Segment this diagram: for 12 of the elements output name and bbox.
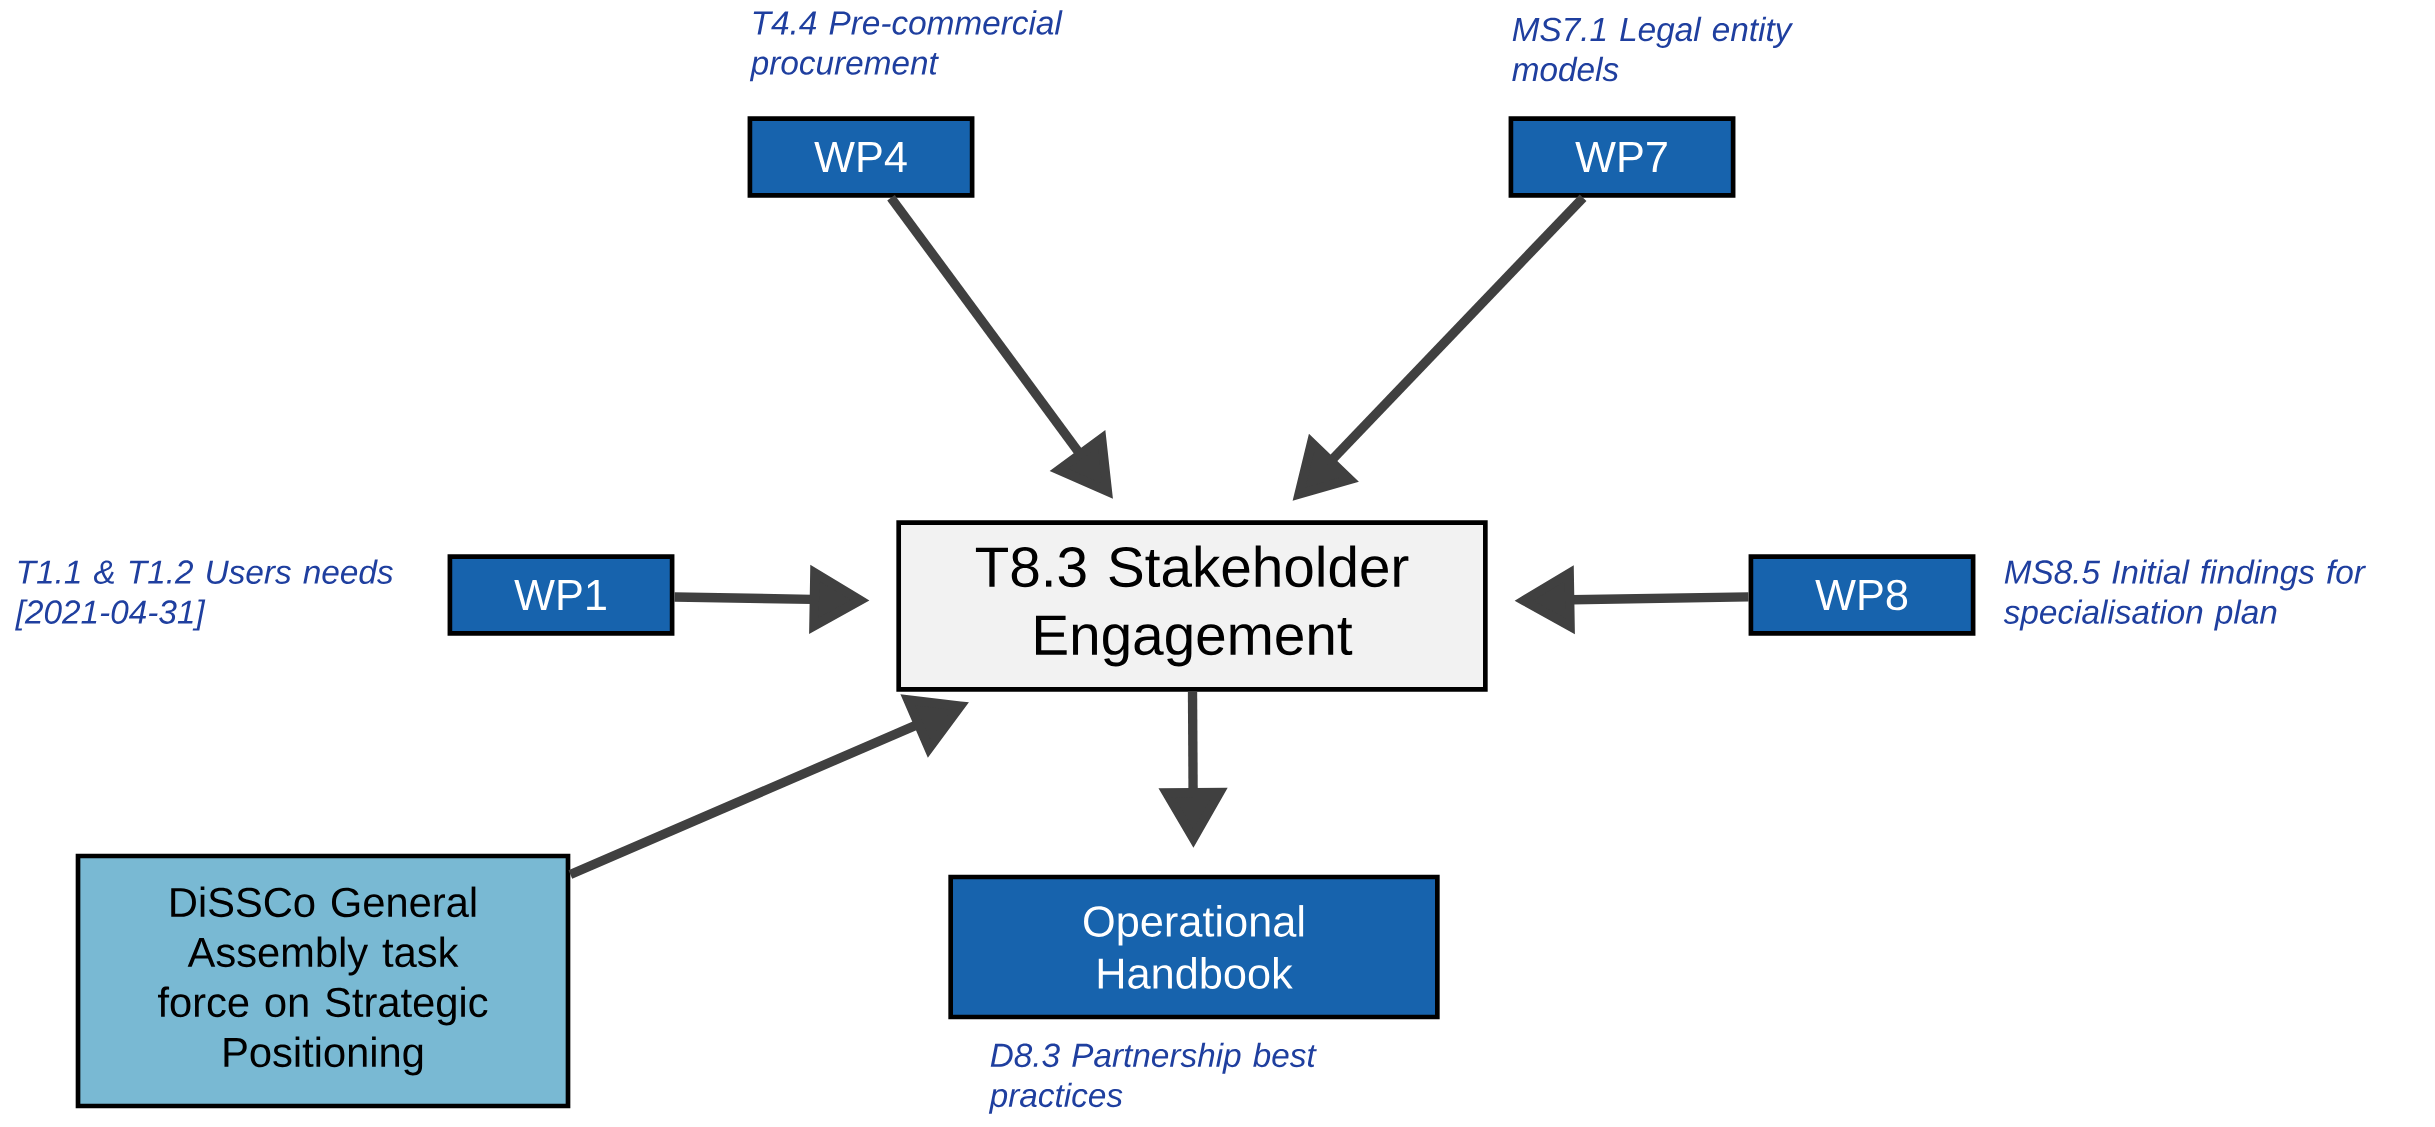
task-force-box: DiSSCo General Assembly task force on Strategic Positioning <box>75 853 571 1109</box>
node-label: T4.4 Pre-commercial procurement <box>749 10 1063 82</box>
node-label: MS8.5 Initial findings for specialisation plan <box>2003 559 2366 631</box>
work-package-box: WP1 <box>447 554 675 636</box>
node-label: T1.1 & T1.2 Users needs [2021-04-31] <box>15 559 393 631</box>
work-package-box: WP4 <box>747 116 975 198</box>
node-label: MS7.1 Legal entity models <box>1512 16 1794 82</box>
work-package-box: WP7 <box>1508 116 1736 198</box>
node-label: D8.3 Partnership best practices <box>988 1042 1317 1114</box>
work-package-box: WP8 <box>1748 554 1976 636</box>
work-package-box: Operational Handbook <box>948 874 1440 1020</box>
task-box: T8.3 Stakeholder Engagement <box>896 520 1488 692</box>
